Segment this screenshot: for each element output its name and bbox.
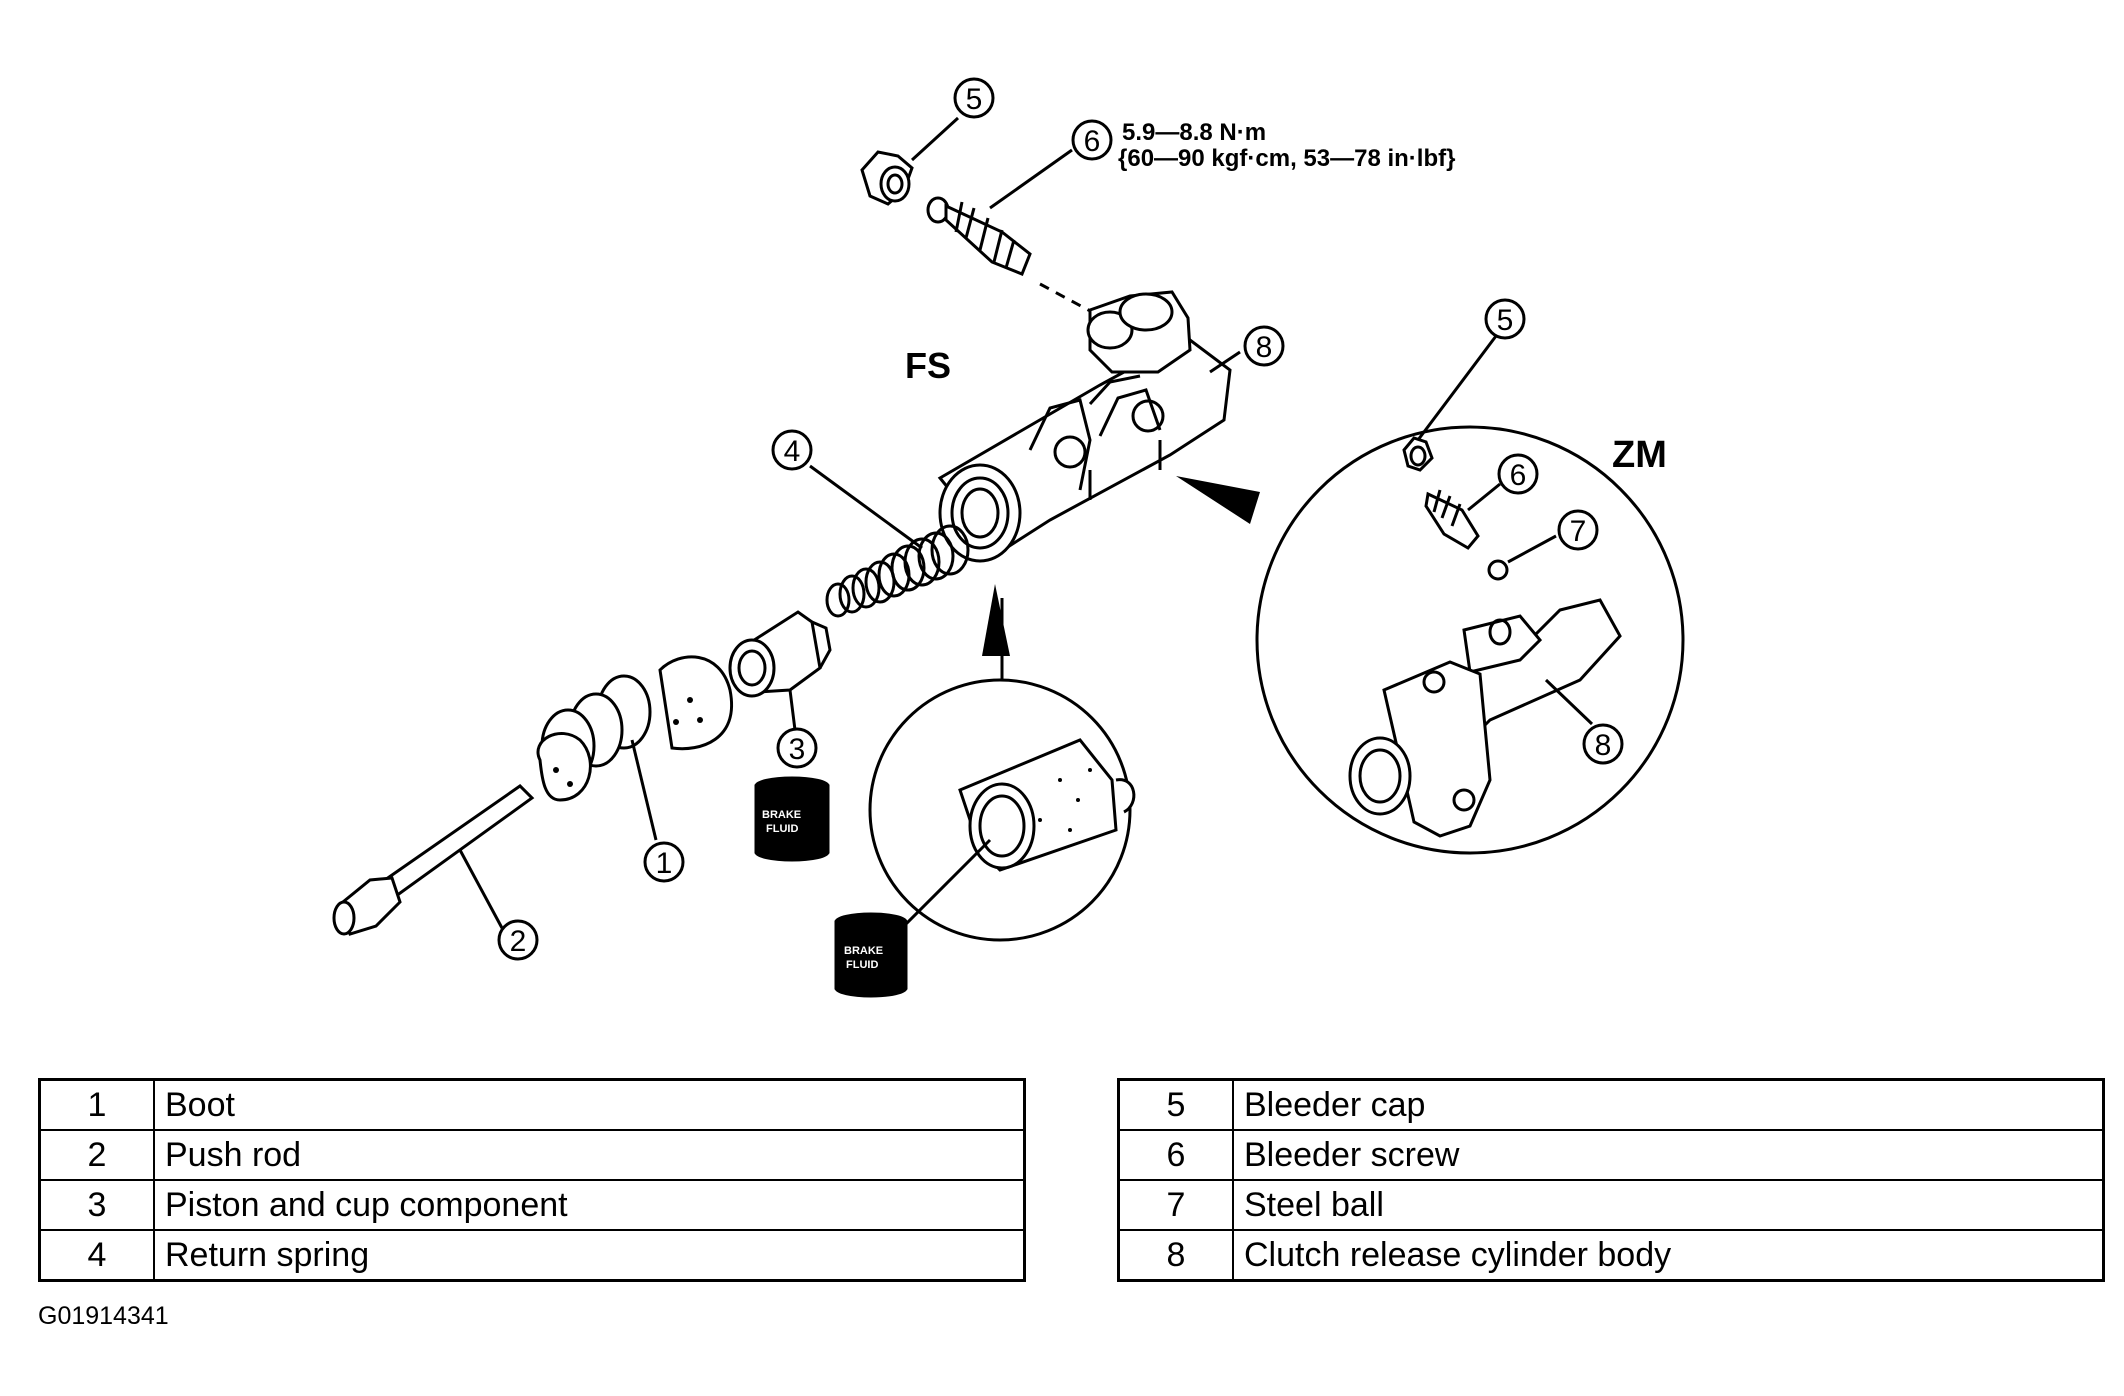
part-number: 6 <box>1117 1129 1234 1181</box>
part-number: 4 <box>38 1229 155 1282</box>
part-number: 7 <box>1117 1179 1234 1231</box>
zm-variant-label: ZM <box>1612 434 1667 476</box>
callout-circle <box>771 429 813 471</box>
leader-line <box>630 739 658 841</box>
callout-zm-8: 8 <box>1595 729 1612 762</box>
leader-line <box>1209 350 1241 374</box>
part-number: 5 <box>1117 1078 1234 1131</box>
leader-line <box>989 148 1073 210</box>
table-row: 6 Bleeder screw <box>1117 1129 2105 1181</box>
table-row: 3 Piston and cup component <box>38 1179 1026 1231</box>
piston-part <box>728 610 832 698</box>
callout-circle <box>1582 723 1624 765</box>
bleeder-screw-part <box>926 196 1032 276</box>
callout-zm-7: 7 <box>1570 515 1587 548</box>
callout-4: 4 <box>784 435 801 468</box>
table-row: 7 Steel ball <box>1117 1179 2105 1231</box>
part-number: 3 <box>38 1179 155 1231</box>
fluid-label-line-2: FLUID <box>766 823 798 835</box>
table-row: 2 Push rod <box>38 1129 1026 1181</box>
dashed-assembly-line <box>1039 282 1093 314</box>
push-rod-part <box>332 784 535 936</box>
part-name: Return spring <box>153 1229 1026 1282</box>
callout-8: 8 <box>1256 331 1273 364</box>
table-row: 5 Bleeder cap <box>1117 1078 2105 1131</box>
torque-spec-line-1: 5.9—8.8 N·m <box>1122 119 1266 146</box>
parts-table-right: 5 Bleeder cap 6 Bleeder screw 7 Steel ba… <box>1117 1078 2105 1282</box>
leader-line <box>809 464 923 550</box>
part-number: 8 <box>1117 1229 1234 1282</box>
leader-line <box>788 689 797 731</box>
image-id-label: G01914341 <box>38 1302 169 1330</box>
fluid-label-line-1: BRAKE <box>844 945 883 957</box>
callout-1: 1 <box>656 847 673 880</box>
callout-circle <box>643 841 685 883</box>
callout-circle <box>497 919 539 961</box>
callout-circle <box>1071 119 1113 161</box>
callout-5: 5 <box>966 83 983 116</box>
part-number: 2 <box>38 1129 155 1181</box>
callout-zm-6: 6 <box>1510 459 1527 492</box>
table-row: 1 Boot <box>38 1078 1026 1131</box>
part-name: Steel ball <box>1232 1179 2105 1231</box>
part-name: Bleeder screw <box>1232 1129 2105 1181</box>
cylinder-body-part <box>937 290 1232 563</box>
callout-2: 2 <box>510 925 527 958</box>
callout-3: 3 <box>789 733 806 766</box>
part-name: Piston and cup component <box>153 1179 1026 1231</box>
leader-line <box>910 116 960 162</box>
fs-detail-circle <box>868 584 1136 942</box>
callout-6: 6 <box>1084 125 1101 158</box>
callout-circle <box>1497 453 1539 495</box>
fluid-label-line-1: BRAKE <box>762 809 801 821</box>
return-spring-part <box>825 524 970 618</box>
brake-fluid-container <box>754 776 830 862</box>
parts-table-left: 1 Boot 2 Push rod 3 Piston and cup compo… <box>38 1078 1026 1282</box>
callout-circle <box>776 727 818 769</box>
zm-detail-circle <box>1176 335 1685 855</box>
callout-circle <box>1484 298 1526 340</box>
leader-line <box>458 849 504 929</box>
callout-circle <box>953 77 995 119</box>
part-name: Push rod <box>153 1129 1026 1181</box>
part-number: 1 <box>38 1078 155 1131</box>
part-name: Bleeder cap <box>1232 1078 2105 1131</box>
callout-circle <box>1557 509 1599 551</box>
fluid-label-line-2: FLUID <box>846 959 878 971</box>
callout-zm-5: 5 <box>1497 304 1514 337</box>
callout-circle <box>1243 325 1285 367</box>
part-name: Clutch release cylinder body <box>1232 1229 2105 1282</box>
table-row: 4 Return spring <box>38 1229 1026 1282</box>
fs-variant-label: FS <box>905 345 951 386</box>
table-row: 8 Clutch release cylinder body <box>1117 1229 2105 1282</box>
bleeder-cap-part <box>860 150 914 206</box>
boot-part <box>536 655 733 802</box>
torque-spec-line-2: {60—90 kgf·cm, 53—78 in·lbf} <box>1118 145 1455 172</box>
part-name: Boot <box>153 1078 1026 1131</box>
